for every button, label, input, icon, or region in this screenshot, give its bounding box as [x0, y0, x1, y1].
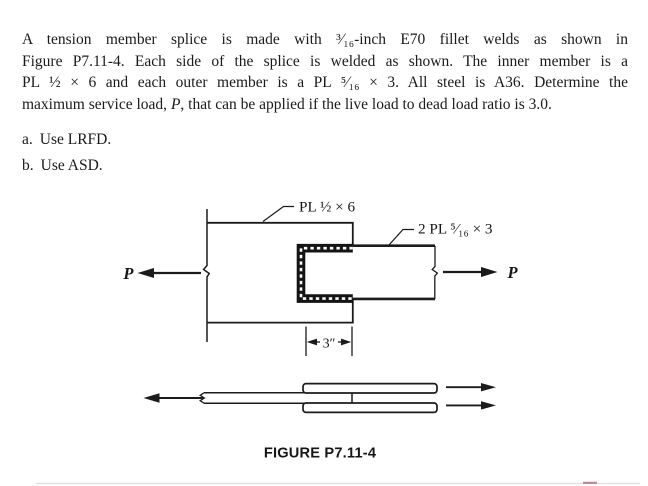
- part-a: a. Use LRFD.: [22, 127, 111, 153]
- inner-plate-label: PL ½ × 6: [299, 199, 356, 216]
- inner-plate-leader-line: [262, 205, 294, 222]
- problem-line-3: PL ½ × 6 and each outer member is a PL ⁵…: [22, 74, 628, 91]
- fillet-weld-hatch: [299, 246, 353, 300]
- problem-line-1: A tension member splice is made with ³⁄₁…: [22, 31, 628, 48]
- line4-pre: maximum service load,: [22, 95, 171, 113]
- load-arrow-right: [443, 267, 498, 277]
- load-variable: P: [170, 95, 181, 113]
- load-arrow-left: [137, 268, 201, 278]
- outer-plate-label: 2 PL ⁵⁄₁₆ × 3: [418, 221, 493, 238]
- load-label-left: P: [122, 264, 134, 283]
- figure-caption: FIGURE P7.11-4: [264, 446, 377, 462]
- elevation-view: [143, 382, 496, 414]
- outer-plate-leader-line: [388, 228, 414, 246]
- outer-plate-break-line: [431, 246, 439, 299]
- problem-line-2: Figure P7.11-4. Each side of the splice …: [22, 52, 628, 70]
- side-arrow-right-top: [446, 383, 496, 392]
- problem-statement: A tension member splice is made with ³⁄₁…: [22, 29, 628, 115]
- problem-line-4: maximum service load, P, that can be app…: [22, 94, 628, 116]
- line4-post: , that can be applied if the live load t…: [180, 95, 552, 113]
- side-outer-plate-top: [302, 382, 438, 394]
- overlap-dimension-label: 3″: [323, 337, 336, 352]
- side-arrow-right-bottom: [446, 401, 496, 410]
- overlap-dimension-marks: [305, 326, 353, 356]
- fillet-weld-band: [296, 243, 353, 303]
- part-a-marker: a.: [22, 131, 33, 148]
- inner-plate-break-line: [202, 209, 211, 342]
- part-b-text: Use ASD.: [40, 156, 103, 174]
- inner-plate-outline: [207, 221, 354, 324]
- side-inner-plate-break: [199, 392, 206, 404]
- side-arrow-left: [143, 393, 203, 403]
- part-a-text: Use LRFD.: [39, 131, 112, 148]
- side-outer-plate-bottom: [302, 402, 438, 414]
- plan-view: [137, 205, 498, 356]
- part-b: b. Use ASD.: [22, 153, 111, 179]
- part-b-marker: b.: [22, 156, 34, 174]
- load-label-right: P: [507, 263, 519, 282]
- problem-parts: a. Use LRFD. b. Use ASD.: [22, 127, 111, 178]
- side-inner-plate-edges: [204, 392, 434, 404]
